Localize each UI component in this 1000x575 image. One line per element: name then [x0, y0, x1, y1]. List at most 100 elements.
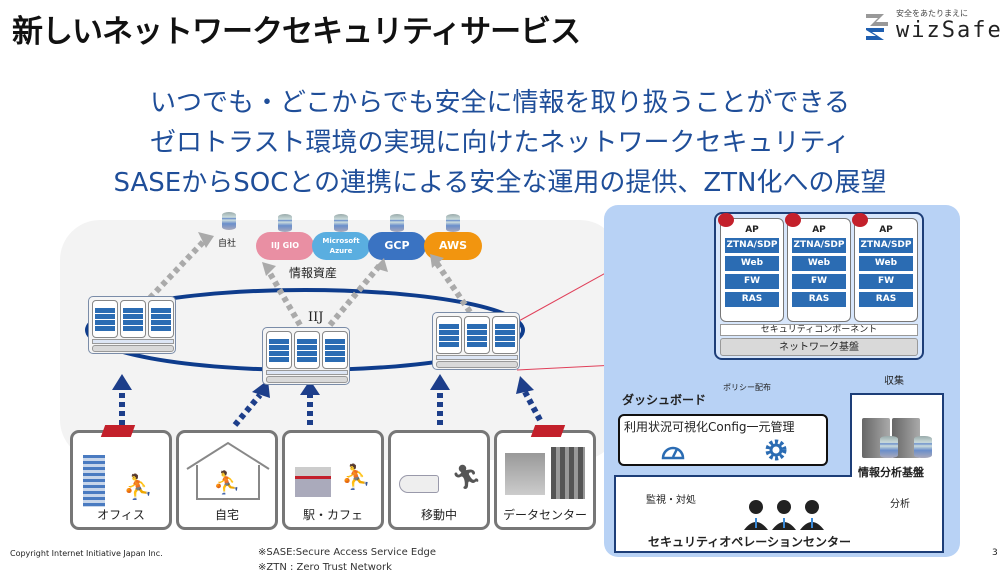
- site-label: データセンター: [502, 508, 587, 522]
- module-ztna: ZTNA/SDP: [859, 238, 913, 253]
- dashboard-description: 利用状況可視化Config一元管理: [624, 420, 795, 434]
- site-label: 自宅: [214, 508, 239, 522]
- cloud-alert-icon: [852, 213, 868, 227]
- ap-column: [436, 316, 462, 354]
- ap-column: [492, 316, 518, 354]
- ap-label: AP: [812, 225, 826, 235]
- site-mobile: 🏃︎ 移動中: [388, 430, 490, 530]
- ap-column: [120, 300, 146, 338]
- gear-icon: [765, 439, 787, 461]
- station-building-icon: [295, 467, 331, 497]
- module-fw: FW: [859, 274, 913, 289]
- database-icon: [880, 436, 898, 458]
- ap-label: AP: [879, 225, 893, 235]
- network-base-bar: [92, 345, 174, 352]
- site-label: 駅・カフェ: [302, 508, 363, 522]
- module-fw: FW: [725, 274, 779, 289]
- analysts-group: [744, 498, 824, 534]
- module-web: Web: [725, 256, 779, 271]
- server-rack-icon: [551, 447, 585, 499]
- iij-label: IIJ: [308, 310, 324, 325]
- module-web: Web: [792, 256, 846, 271]
- site-datacenter: データセンター: [494, 425, 596, 530]
- router-icon: [530, 425, 566, 437]
- module-ztna: ZTNA/SDP: [725, 238, 779, 253]
- gauge-icon: [661, 446, 685, 460]
- page-number: 3: [992, 548, 998, 558]
- network-base-bar: [436, 361, 518, 368]
- database-icon: [222, 212, 236, 230]
- ap-column: [322, 331, 348, 369]
- cloud-alert-icon: [785, 213, 801, 227]
- database-icon: [914, 436, 932, 458]
- security-node-west: [88, 296, 176, 354]
- security-component-bar: [266, 370, 348, 375]
- subtitle-2: ゼロトラスト環境の実現に向けたネットワークセキュリティ: [150, 128, 850, 158]
- cloud-azure: Microsoft Azure: [312, 232, 370, 260]
- footnote-sase: ※SASE:Secure Access Service Edge: [258, 547, 437, 558]
- ap-label: AP: [745, 225, 759, 235]
- security-component-bar: セキュリティコンポーネント: [720, 324, 918, 336]
- soc-label: セキュリティオペレーションセンター: [648, 535, 852, 549]
- network-base-bar: ネットワーク基盤: [720, 338, 918, 356]
- dashboard-box[interactable]: [618, 414, 828, 466]
- site-label: オフィス: [97, 508, 145, 522]
- logo-name: wizSafe: [896, 18, 1000, 43]
- analyst-people-icon: [744, 500, 824, 530]
- module-ras: RAS: [859, 292, 913, 307]
- runner-icon: 🏃︎: [451, 463, 482, 491]
- site-station-cafe: ⛹ 駅・カフェ: [282, 430, 384, 530]
- module-ras: RAS: [792, 292, 846, 307]
- ap-column: [294, 331, 320, 369]
- monitor-response-label: 監視・対処: [646, 495, 696, 506]
- module-web: Web: [859, 256, 913, 271]
- security-node-center: [262, 327, 350, 385]
- box-merge: [852, 470, 942, 480]
- house-icon: [186, 441, 270, 500]
- site-office: ⛹ オフィス: [70, 425, 172, 530]
- site-home: ⛹ 自宅: [176, 430, 278, 530]
- database-icon: [446, 214, 460, 232]
- worker-icon: ⛹: [213, 471, 241, 496]
- database-icon: [278, 214, 292, 232]
- info-assets-label: 情報資産: [289, 266, 338, 280]
- cloud-gcp: GCP: [368, 232, 426, 260]
- cloud-iij-gio: IIJ GIO: [256, 232, 314, 260]
- asset-arrows: [147, 237, 473, 327]
- ap-column-3: AP ZTNA/SDP Web FW RAS: [852, 213, 918, 322]
- logo-mark-icon: [866, 14, 888, 40]
- ap-column-1: AP ZTNA/SDP Web FW RAS: [718, 213, 784, 322]
- module-ras: RAS: [725, 292, 779, 307]
- module-fw: FW: [792, 274, 846, 289]
- site-arrows: [119, 390, 543, 427]
- cloud-alert-icon: [718, 213, 734, 227]
- analytics-platform-label: 情報分析基盤: [858, 466, 924, 479]
- copyright: Copyright Internet Initiative Japan Inc.: [10, 549, 163, 558]
- datacenter-building-icon: [505, 453, 545, 495]
- footnote-ztn: ※ZTN : Zero Trust Network: [258, 562, 392, 573]
- ap-column: [92, 300, 118, 338]
- worker-icon: ⛹: [341, 463, 371, 491]
- ap-column: [148, 300, 174, 338]
- page-title: 新しいネットワークセキュリティサービス: [12, 14, 581, 50]
- security-node-east: [432, 312, 520, 370]
- train-icon: [399, 475, 439, 493]
- subtitle-3: SASEからSOCとの連携による安全な運用の提供、ZTN化への展望: [113, 168, 887, 198]
- logo-tagline: 安全をあたりまえに: [896, 9, 968, 18]
- security-component-bar: [92, 339, 174, 344]
- ap-column-2: AP ZTNA/SDP Web FW RAS: [785, 213, 851, 322]
- ap-column: [266, 331, 292, 369]
- network-base-bar: [266, 376, 348, 383]
- asset-label-onprem: 自社: [218, 239, 237, 249]
- dashboard-label: ダッシュボード: [622, 393, 707, 407]
- worker-icon: ⛹: [123, 473, 153, 501]
- module-ztna: ZTNA/SDP: [792, 238, 846, 253]
- database-icon: [334, 214, 348, 232]
- ap-column: [464, 316, 490, 354]
- wizsafe-logo: 安全をあたりまえに wizSafe: [858, 6, 1000, 46]
- security-node-detail: AP ZTNA/SDP Web FW RAS AP ZTNA/SDP Web F…: [714, 212, 924, 360]
- soc-box: [614, 475, 944, 553]
- site-label: 移動中: [420, 508, 457, 522]
- database-icon: [390, 214, 404, 232]
- office-building-icon: [83, 455, 105, 507]
